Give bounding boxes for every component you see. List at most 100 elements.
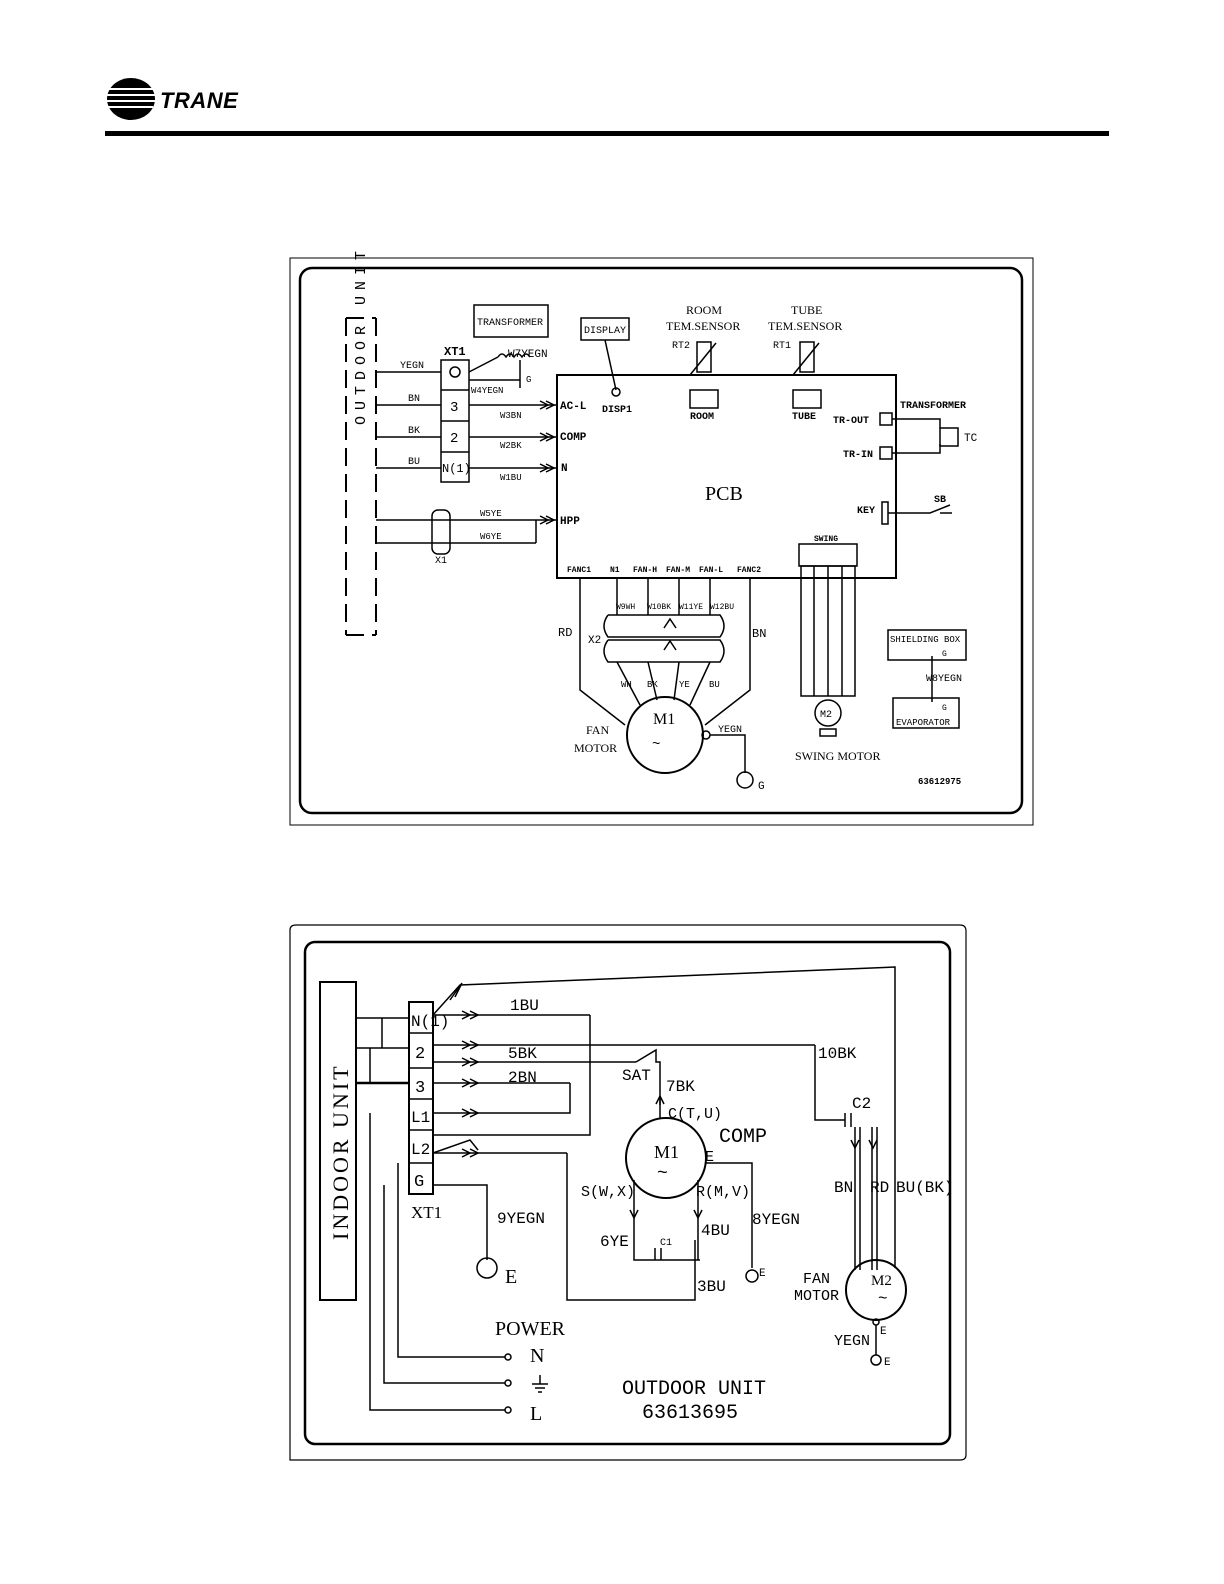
room-connector-label: ROOM — [690, 412, 714, 423]
diagram-code: 63613695 — [642, 1402, 738, 1425]
motor-label: MOTOR — [794, 1288, 839, 1305]
room-sensor-subtitle: TEM.SENSOR — [666, 319, 740, 333]
shielding-box-label: SHIELDING BOX — [890, 635, 961, 645]
comp-motor-symbol: ~ — [657, 1164, 668, 1184]
m2-label: M2 — [871, 1273, 892, 1289]
disp1-label: DISP1 — [602, 405, 632, 416]
unit-title: OUTDOOR UNIT — [622, 1378, 766, 1401]
power-l-label: L — [530, 1403, 542, 1425]
bu-label: BU — [408, 457, 420, 468]
fan-label: FAN — [803, 1271, 830, 1288]
bk-fan-label: BK — [647, 680, 658, 690]
comp-label: COMP — [719, 1126, 767, 1149]
e-label: E — [705, 1149, 714, 1166]
m2-label: M2 — [820, 710, 832, 721]
wire-5bk: 5BK — [508, 1045, 537, 1063]
tube-sensor-subtitle: TEM.SENSOR — [768, 319, 842, 333]
w5-wire-label: W5YE — [480, 509, 502, 519]
pcb-comp-label: COMP — [560, 432, 587, 444]
w12-wire-label: W12BU — [710, 603, 734, 612]
terminal-n1: N(1) — [411, 1013, 449, 1031]
terminal-l2: L2 — [411, 1141, 430, 1159]
swing-label: SWING — [814, 535, 838, 544]
c2-label: C2 — [852, 1095, 871, 1113]
w4-wire-label: W4YEGN — [471, 386, 503, 396]
e4-label: E — [880, 1326, 887, 1338]
bu-fan-label: BU — [709, 680, 720, 690]
display-label: DISPLAY — [584, 326, 626, 337]
pcb-hpp-label: HPP — [560, 516, 580, 528]
bn-label: BN — [834, 1179, 853, 1197]
xt1-label: XT1 — [411, 1203, 442, 1222]
header-rule — [105, 131, 1109, 136]
fan-label: FAN — [586, 723, 609, 737]
ctu-label: C(T,U) — [668, 1106, 722, 1123]
wire-8yegn: 8YEGN — [752, 1211, 800, 1229]
room-sensor-title: ROOM — [686, 303, 722, 317]
w1-wire-label: W1BU — [500, 473, 522, 483]
wire-4bu: 4BU — [701, 1222, 730, 1240]
ground-g-label: G — [758, 781, 765, 793]
w8-wire-label: W8YEGN — [926, 674, 962, 685]
wh-label: WH — [621, 680, 632, 690]
yegn-fan-label: YEGN — [718, 725, 742, 736]
terminal-2: 2 — [415, 1045, 425, 1064]
terminal-g: G — [414, 1173, 424, 1192]
g-label: G — [526, 375, 531, 385]
rt1-label: RT1 — [773, 341, 791, 352]
wire-3bu: 3BU — [697, 1278, 726, 1296]
fanc1-label: FANC1 — [567, 566, 591, 575]
fan-motor-symbol: ~ — [652, 737, 660, 753]
wire-7bk: 7BK — [666, 1078, 695, 1096]
xt1-label: XT1 — [444, 345, 466, 359]
indoor-unit-vertical-label: INDOOR UNIT — [328, 1063, 353, 1240]
tr-out-label: TR-OUT — [833, 416, 869, 427]
yegn-label: YEGN — [400, 361, 424, 372]
swing-motor-label: SWING MOTOR — [795, 749, 880, 763]
diagram-code: 63612975 — [918, 777, 961, 787]
fan-h-label: FAN-H — [633, 566, 657, 575]
outdoor-unit-vertical-label: OUTDOOR UNIT — [353, 245, 370, 425]
page-header: TRANE — [0, 0, 1224, 140]
evap-g-label: G — [942, 704, 947, 713]
w9-wire-label: W9WH — [616, 603, 635, 612]
c1-label: C1 — [660, 1238, 672, 1249]
w7-wire-label: W7YEGN — [508, 349, 548, 361]
sb-label: SB — [934, 495, 946, 506]
motor-label: MOTOR — [574, 741, 617, 755]
w10-wire-label: W10BK — [647, 603, 671, 612]
tc-label: TC — [964, 433, 978, 445]
terminal-l1: L1 — [411, 1109, 430, 1127]
w3-wire-label: W3BN — [500, 411, 522, 421]
terminal-3: 3 — [415, 1079, 425, 1098]
bubk-label: BU(BK) — [896, 1179, 954, 1197]
rt2-label: RT2 — [672, 341, 690, 352]
wire-1bu: 1BU — [510, 997, 539, 1015]
e3-label: E — [505, 1266, 517, 1288]
bn-fan-label: BN — [752, 627, 766, 641]
evaporator-label: EVAPORATOR — [896, 718, 951, 728]
fan-m-label: FAN-M — [666, 566, 690, 575]
s-terminal-label: S(W,X) — [581, 1184, 635, 1201]
wire-9yegn: 9YEGN — [497, 1210, 545, 1228]
transformer-box-label: TRANSFORMER — [477, 318, 543, 329]
trane-logo-icon — [107, 78, 155, 120]
w2-wire-label: W2BK — [500, 441, 522, 451]
e2-label: E — [759, 1268, 766, 1280]
x2-label: X2 — [588, 635, 601, 647]
shield-g-label: G — [942, 650, 947, 659]
wire-2bn: 2BN — [508, 1069, 537, 1087]
fan-motor-symbol: ~ — [878, 1290, 888, 1308]
pcb-n-label: N — [561, 463, 568, 475]
n1-label: N1 — [610, 566, 620, 575]
power-n-label: N — [530, 1345, 544, 1367]
wire-10bk: 10BK — [818, 1045, 857, 1063]
ye-label: YE — [679, 680, 690, 690]
fan-l-label: FAN-L — [699, 566, 723, 575]
brand-name: TRANE — [160, 88, 239, 113]
tube-sensor-title: TUBE — [791, 303, 822, 317]
tube-connector-label: TUBE — [792, 412, 816, 423]
pcb-label: PCB — [705, 483, 743, 505]
